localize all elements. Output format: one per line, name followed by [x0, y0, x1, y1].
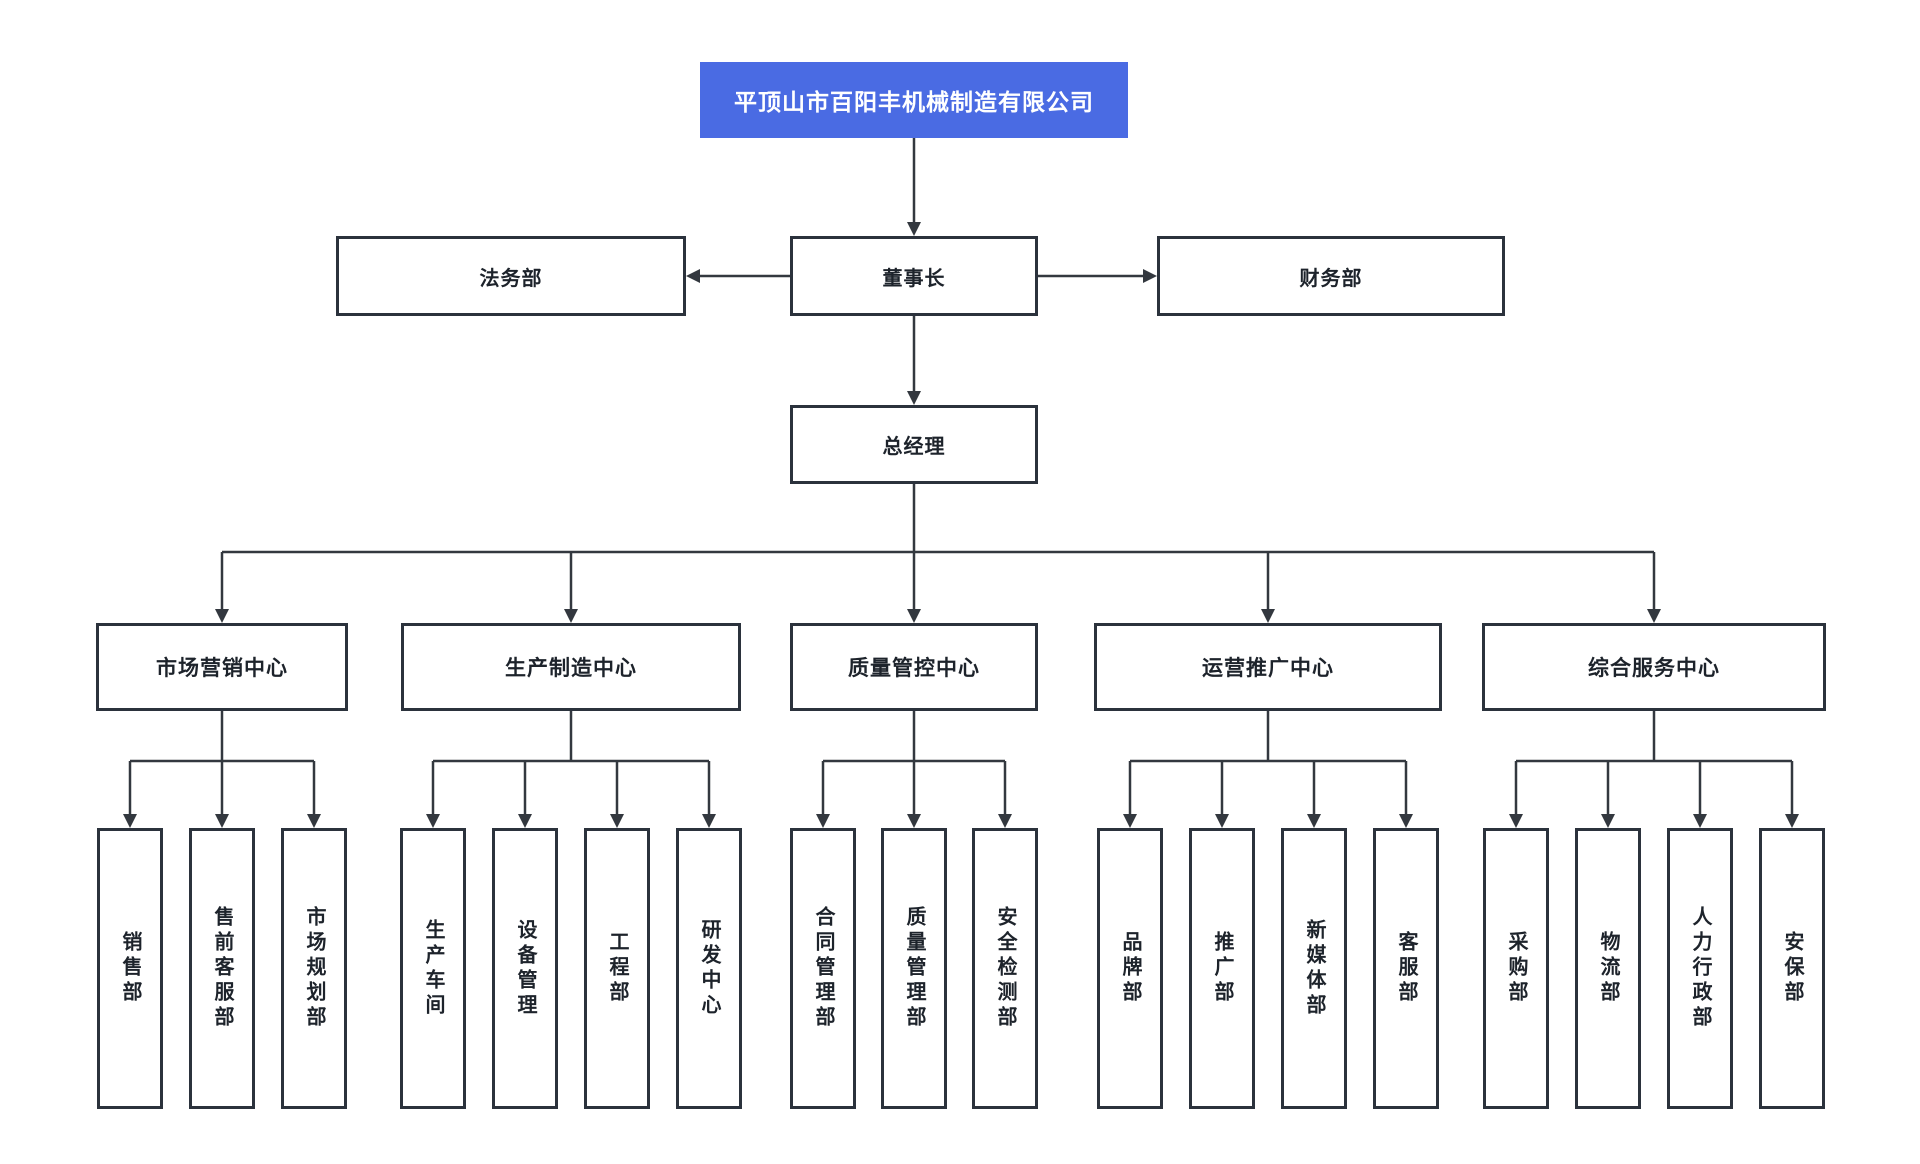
logistics-dept-node: 物流部 [1575, 828, 1641, 1109]
market-planning-dept-node: 市场规划部 [281, 828, 347, 1109]
hr-admin-dept-node: 人力行政部 [1667, 828, 1733, 1109]
security-dept-node: 安保部 [1759, 828, 1825, 1109]
brand-dept-node: 品牌部 [1097, 828, 1163, 1109]
quality-center-node: 质量管控中心 [790, 623, 1038, 711]
operations-center-node: 运营推广中心 [1094, 623, 1442, 711]
finance-dept-node: 财务部 [1157, 236, 1505, 316]
equipment-management-node: 设备管理 [492, 828, 558, 1109]
engineering-dept-node: 工程部 [584, 828, 650, 1109]
quality-management-dept-node: 质量管理部 [881, 828, 947, 1109]
customer-service-dept-node: 客服部 [1373, 828, 1439, 1109]
new-media-dept-node: 新媒体部 [1281, 828, 1347, 1109]
company-root-node: 平顶山市百阳丰机械制造有限公司 [700, 62, 1128, 138]
presales-service-dept-node: 售前客服部 [189, 828, 255, 1109]
safety-inspection-dept-node: 安全检测部 [972, 828, 1038, 1109]
production-workshop-node: 生产车间 [400, 828, 466, 1109]
production-center-node: 生产制造中心 [401, 623, 741, 711]
sales-dept-node: 销售部 [97, 828, 163, 1109]
promotion-dept-node: 推广部 [1189, 828, 1255, 1109]
contract-management-dept-node: 合同管理部 [790, 828, 856, 1109]
chairman-node: 董事长 [790, 236, 1038, 316]
legal-dept-node: 法务部 [336, 236, 686, 316]
marketing-center-node: 市场营销中心 [96, 623, 348, 711]
procurement-dept-node: 采购部 [1483, 828, 1549, 1109]
general-manager-node: 总经理 [790, 405, 1038, 484]
services-center-node: 综合服务中心 [1482, 623, 1826, 711]
rd-center-node: 研发中心 [676, 828, 742, 1109]
